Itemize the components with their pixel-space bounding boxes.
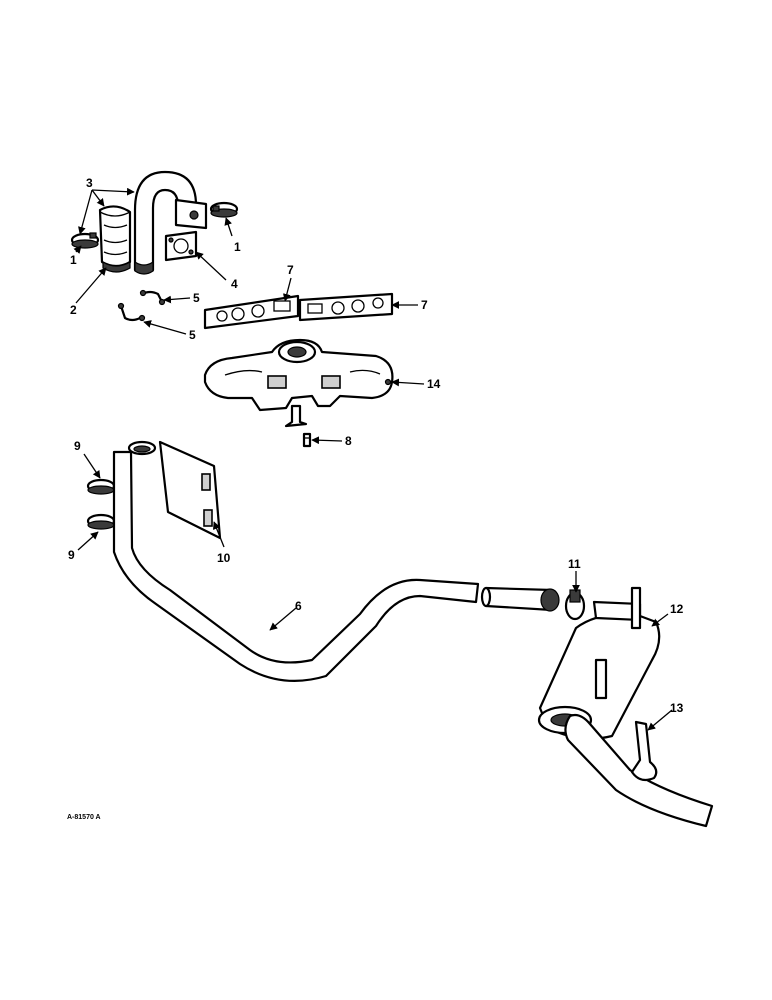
callout-8: 8 (345, 434, 352, 448)
tail-pipe (564, 713, 714, 828)
manifold-gasket-left (203, 294, 300, 330)
callout-7-left: 7 (287, 263, 294, 277)
callout-1-upper-right: 1 (234, 240, 241, 254)
hose-clamp-upper-left (70, 232, 100, 249)
callout-11: 11 (568, 557, 581, 571)
callout-3: 3 (86, 176, 93, 190)
callout-10: 10 (217, 551, 231, 565)
callout-13: 13 (670, 701, 684, 715)
hose-clamp-upper-right (209, 201, 239, 218)
manifold-gasket-right (298, 292, 394, 322)
callout-5-lower: 5 (189, 328, 196, 342)
callout-14: 14 (427, 377, 441, 391)
hose-clamp-lower-upper (86, 478, 116, 495)
figure-reference: A-81570 A (67, 814, 101, 821)
heat-shield (158, 440, 222, 540)
callout-12: 12 (670, 602, 684, 616)
exhaust-elbow-pipe (133, 170, 208, 275)
flange-gasket (164, 230, 198, 262)
intermediate-pipe (480, 586, 560, 612)
tailpipe-hanger (630, 720, 658, 782)
exhaust-manifold (203, 338, 394, 428)
front-exhaust-pipe (112, 440, 480, 682)
callout-4: 4 (231, 277, 238, 291)
callout-2: 2 (70, 303, 77, 317)
callout-6: 6 (295, 599, 302, 613)
u-bolt-lower (117, 302, 146, 322)
callout-labels: 1 1 2 3 4 5 5 7 7 14 8 9 9 10 6 11 12 13 (68, 176, 684, 715)
leader-lines (73, 187, 673, 731)
muffler (537, 586, 661, 740)
hose-clamp-lower-lower (86, 513, 116, 530)
callout-9-upper: 9 (74, 439, 81, 453)
pipe-clamp (564, 589, 586, 621)
callout-7-right: 7 (421, 298, 428, 312)
stud-bolt (302, 432, 312, 448)
flexible-pipe (98, 205, 132, 273)
callout-9-lower: 9 (68, 548, 75, 562)
u-bolt-upper (139, 289, 166, 306)
callout-5-upper: 5 (193, 291, 200, 305)
callout-1-left: 1 (70, 253, 77, 267)
